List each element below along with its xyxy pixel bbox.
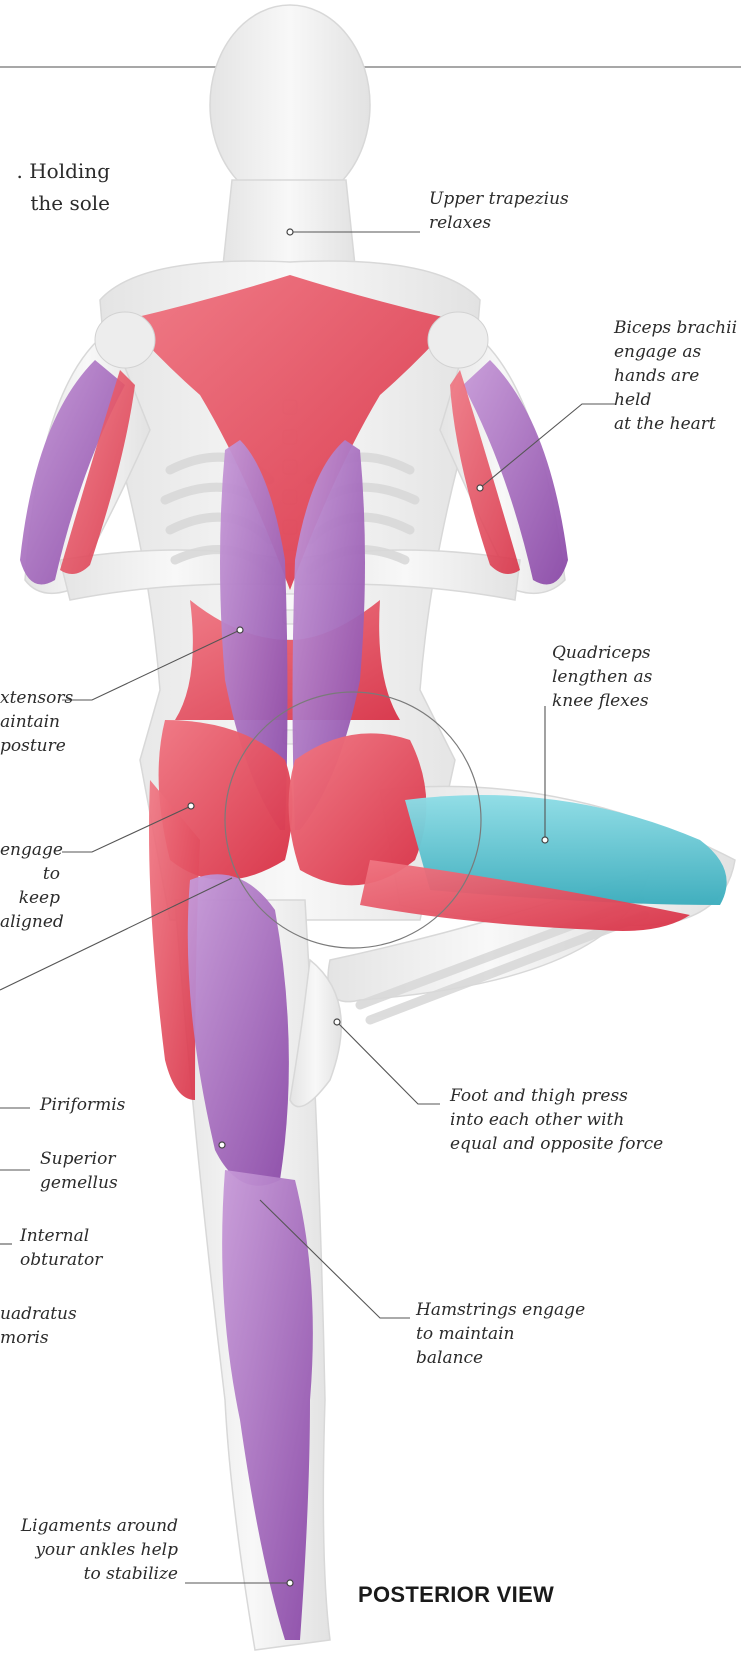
right-shoulder (428, 312, 488, 368)
label-biceps-brachii: Biceps brachii engage as hands are held … (614, 316, 741, 436)
label-hamstrings: Hamstrings engage to maintain balance (416, 1298, 676, 1370)
label-gluteals: engage to keep aligned (0, 838, 60, 934)
label-internal-obturator: Internal obturator (20, 1224, 160, 1272)
intro-text: . Holding the sole (0, 155, 110, 219)
label-ankle-ligaments: Ligaments around your ankles help to sta… (0, 1514, 178, 1586)
view-title: POSTERIOR VIEW (358, 1582, 554, 1608)
label-superior-gemellus: Superior gemellus (40, 1147, 180, 1195)
label-spinal-extensors: xtensors aintain posture (0, 686, 60, 758)
label-foot-thigh: Foot and thigh press into each other wit… (450, 1084, 730, 1156)
label-quadratus-femoris: uadratus moris (0, 1302, 140, 1350)
left-shoulder (95, 312, 155, 368)
gluteal-right (289, 733, 427, 885)
label-quadriceps: Quadriceps lengthen as knee flexes (552, 641, 702, 713)
label-piriformis: Piriformis (40, 1093, 180, 1117)
label-upper-trapezius: Upper trapezius relaxes (429, 187, 629, 235)
